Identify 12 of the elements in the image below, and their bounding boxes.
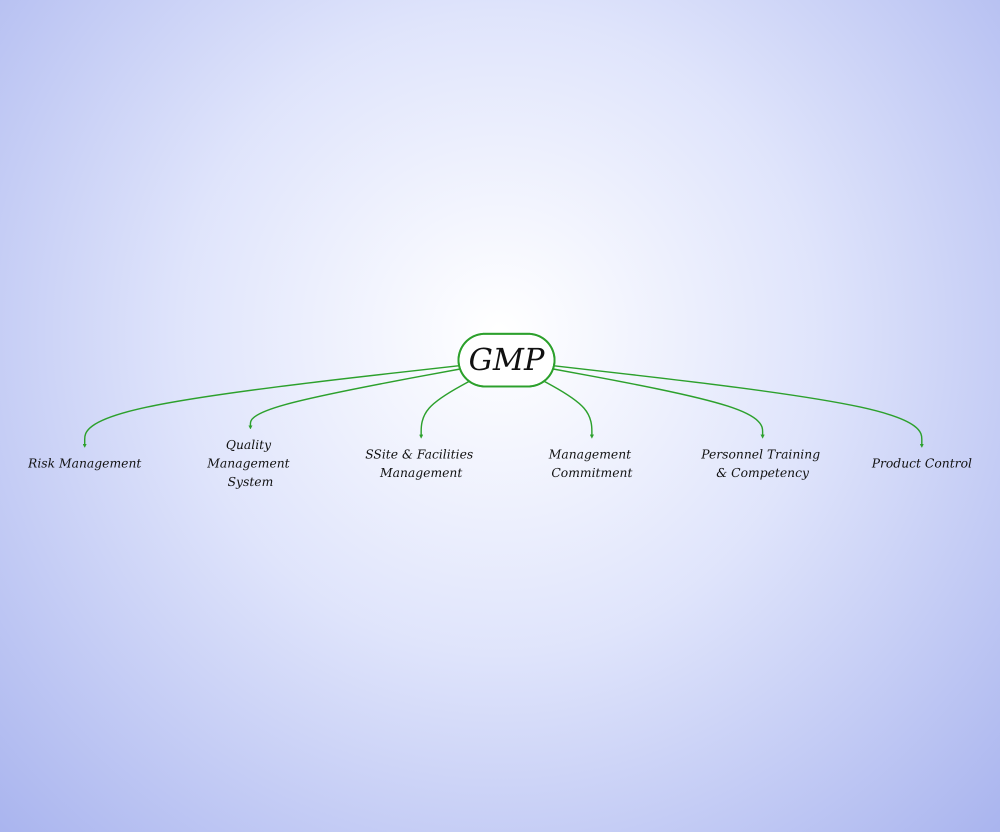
arrow <box>554 364 924 448</box>
node-text: SSite & Facilities Management <box>365 447 474 480</box>
node-text: Quality Management System <box>207 438 290 490</box>
arrow <box>419 380 470 438</box>
node-text: Management Commitment <box>548 447 632 480</box>
node-text: Personnel Training & Competency <box>701 447 820 480</box>
node-text: Risk Management <box>28 456 142 471</box>
arrow <box>544 380 594 438</box>
node-text: Product Control <box>872 456 972 471</box>
arrow <box>553 368 765 438</box>
arrow <box>82 364 460 448</box>
arrow <box>248 368 460 429</box>
